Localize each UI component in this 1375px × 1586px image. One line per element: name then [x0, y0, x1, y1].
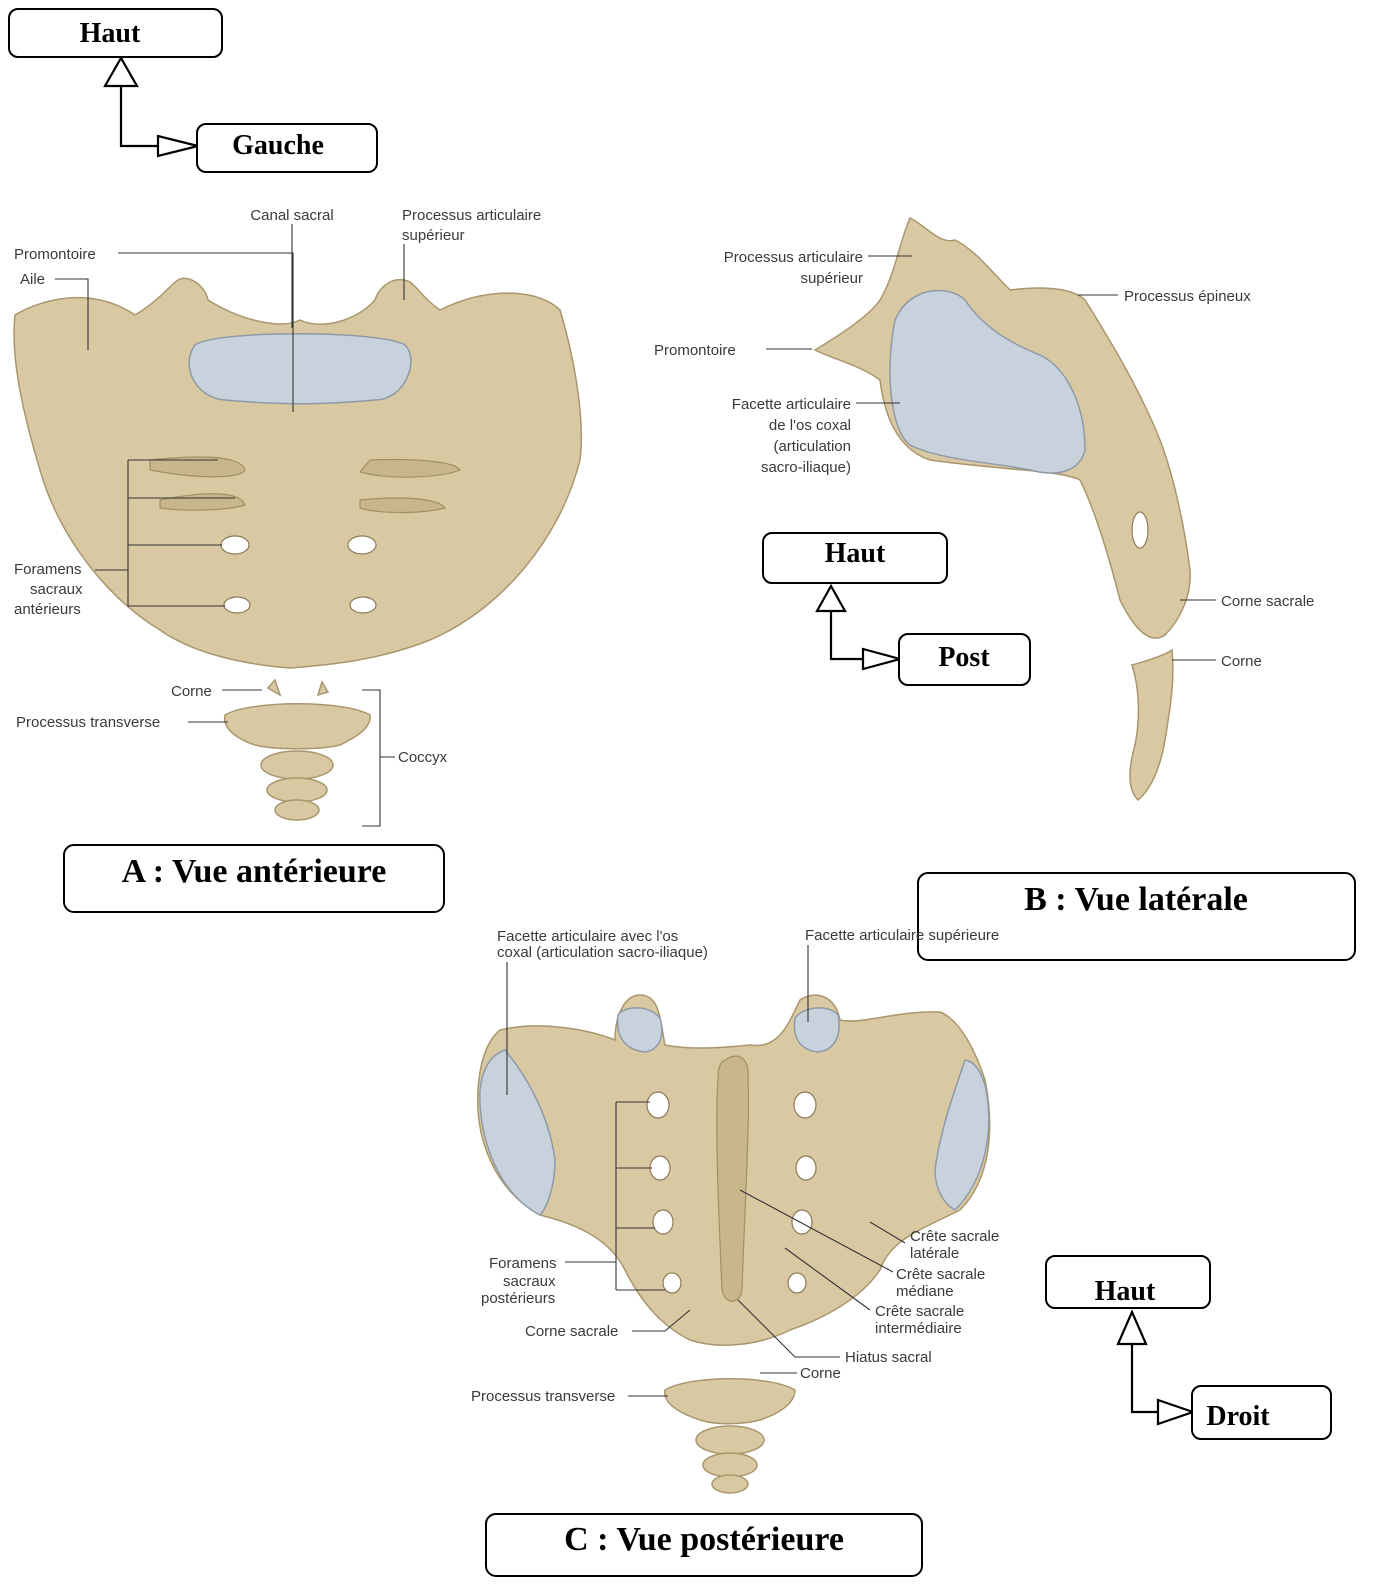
label-foramens: Foramens	[489, 1255, 557, 1272]
label-processus-articulaire: Processus articulaire	[402, 207, 541, 224]
label-processus-transverse: Processus transverse	[471, 1388, 615, 1405]
axis-line	[831, 611, 865, 659]
posterior-foramen	[794, 1092, 816, 1118]
coccyx-lateral-illustration	[1130, 650, 1173, 800]
label-processus-articulaire-2: supérieur	[402, 227, 465, 244]
side-label: Post	[938, 642, 990, 673]
label-foramens-2: sacraux	[30, 581, 83, 598]
anterior-foramen	[221, 536, 249, 554]
label-corne: Corne	[1221, 653, 1262, 670]
posterior-foramen	[796, 1156, 816, 1180]
label-facette-3: (articulation	[773, 438, 851, 455]
label-processus-epineux: Processus épineux	[1124, 288, 1251, 305]
label-crete-intermediaire: Crête sacrale	[875, 1303, 964, 1320]
label-corne-sacrale: Corne sacrale	[1221, 593, 1314, 610]
leader-line	[362, 690, 395, 826]
label-foramens-3: antérieurs	[14, 601, 81, 618]
side-label: Droit	[1206, 1401, 1270, 1432]
up-label: Haut	[1095, 1276, 1156, 1307]
lateral-foramen	[1132, 512, 1148, 548]
axis-line	[121, 84, 160, 146]
title-lateral: B : Vue latérale	[1024, 881, 1248, 918]
orientation-indicator-posterior: Haut Droit	[1046, 1256, 1331, 1439]
up-arrow-icon	[817, 586, 845, 611]
label-foramens-2: sacraux	[503, 1273, 556, 1290]
label-canal-sacral: Canal sacral	[250, 207, 333, 224]
posterior-foramen	[653, 1210, 673, 1234]
anterior-foramen	[350, 597, 376, 613]
label-crete-laterale-2: latérale	[910, 1245, 959, 1262]
label-processus-articulaire: Processus articulaire	[724, 249, 863, 266]
label-promontoire: Promontoire	[654, 342, 736, 359]
label-corne: Corne	[800, 1365, 841, 1382]
label-processus-transverse: Processus transverse	[16, 714, 160, 731]
side-label: Gauche	[232, 130, 324, 161]
label-crete-mediane-2: médiane	[896, 1283, 954, 1300]
title-posterior: C : Vue postérieure	[564, 1521, 844, 1558]
label-crete-mediane: Crête sacrale	[896, 1266, 985, 1283]
label-corne-sacrale: Corne sacrale	[525, 1323, 618, 1340]
label-foramens: Foramens	[14, 561, 82, 578]
side-arrow-icon	[158, 136, 198, 156]
orientation-indicator-anterior: Haut Gauche	[9, 9, 377, 172]
posterior-foramen	[788, 1273, 806, 1293]
label-facette-coxal-2: coxal (articulation sacro-iliaque)	[497, 944, 708, 961]
up-arrow-icon	[1118, 1312, 1146, 1344]
label-hiatus-sacral: Hiatus sacral	[845, 1349, 932, 1366]
lateral-view: Processus articulaire supérieur Processu…	[654, 218, 1355, 960]
up-label: Haut	[80, 18, 141, 49]
label-processus-articulaire-2: supérieur	[800, 270, 863, 287]
anterior-foramen	[348, 536, 376, 554]
label-crete-laterale: Crête sacrale	[910, 1228, 999, 1245]
posterior-foramen	[650, 1156, 670, 1180]
up-arrow-icon	[105, 58, 137, 86]
base-articular-surface	[189, 334, 411, 404]
posterior-view: Facette articulaire avec l'os coxal (art…	[471, 927, 999, 1576]
label-promontoire: Promontoire	[14, 246, 96, 263]
label-facette: Facette articulaire	[732, 396, 851, 413]
posterior-foramen	[647, 1092, 669, 1118]
posterior-foramen	[792, 1210, 812, 1234]
label-facette-2: de l'os coxal	[769, 417, 851, 434]
label-foramens-3: postérieurs	[481, 1290, 555, 1307]
label-facette-4: sacro-iliaque)	[761, 459, 851, 476]
coccyx-posterior-illustration	[665, 1379, 795, 1493]
anterior-foramen	[224, 597, 250, 613]
label-coccyx: Coccyx	[398, 749, 448, 766]
posterior-foramen	[663, 1273, 681, 1293]
side-arrow-icon	[863, 649, 900, 669]
label-crete-intermediaire-2: intermédiaire	[875, 1320, 962, 1337]
orientation-indicator-lateral: Haut Post	[763, 533, 1030, 685]
side-arrow-icon	[1158, 1400, 1193, 1424]
label-corne: Corne	[171, 683, 212, 700]
superior-facet-right	[794, 1008, 839, 1052]
label-facette-superieure: Facette articulaire supérieure	[805, 927, 999, 944]
coccyx-anterior-illustration	[225, 680, 370, 820]
up-label: Haut	[825, 538, 886, 569]
axis-line	[1132, 1344, 1160, 1412]
label-facette-coxal: Facette articulaire avec l'os	[497, 928, 678, 945]
label-aile: Aile	[20, 271, 45, 288]
anterior-view: Canal sacral Processus articulaire supér…	[14, 207, 581, 912]
title-anterior: A : Vue antérieure	[122, 853, 387, 890]
